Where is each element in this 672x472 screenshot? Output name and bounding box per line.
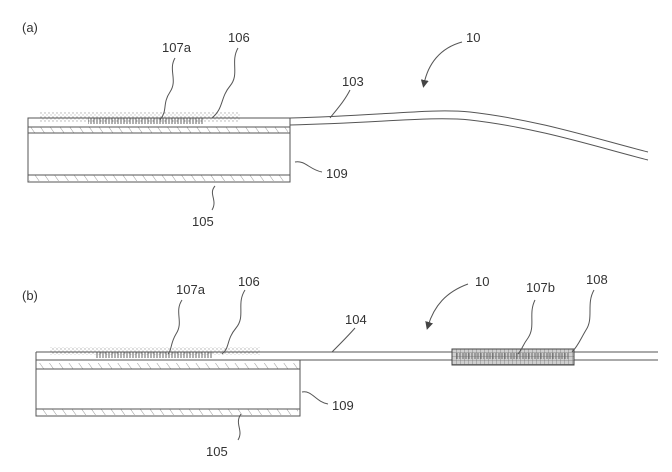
label-10: 10: [475, 274, 489, 289]
leader-107b: [517, 299, 536, 355]
label-107a: 107a: [162, 40, 192, 55]
layer-107a: [95, 352, 213, 358]
panel-a-label: (a): [22, 20, 38, 35]
label-103: 103: [342, 74, 364, 89]
label-10: 10: [466, 30, 480, 45]
substrate-body: [35, 359, 301, 417]
leader-10: [425, 283, 469, 330]
label-105: 105: [192, 214, 214, 229]
leader-105: [237, 413, 242, 441]
label-104: 104: [345, 312, 367, 327]
label-106: 106: [228, 30, 250, 45]
coating-layer: [50, 347, 260, 355]
leader-10: [420, 41, 463, 88]
panel-b-label: (b): [22, 288, 38, 303]
leader-109: [294, 161, 323, 173]
film-103-top: [28, 110, 649, 153]
leader-104: [331, 327, 356, 353]
label-107a: 107a: [176, 282, 206, 297]
layer-107a: [88, 118, 203, 124]
layer-107b: [456, 353, 570, 359]
leader-103: [329, 89, 351, 119]
label-105: 105: [206, 444, 228, 459]
label-106: 106: [238, 274, 260, 289]
leader-109: [301, 391, 329, 405]
label-109: 109: [326, 166, 348, 181]
label-108: 108: [586, 272, 608, 287]
leader-107a: [159, 57, 176, 121]
substrate-body: [27, 117, 291, 183]
coating-layer: [40, 112, 240, 122]
label-107b: 107b: [526, 280, 555, 295]
leader-106: [211, 47, 239, 119]
leader-108: [571, 289, 595, 353]
panel-b: (b) 107a 106 104 109: [22, 272, 658, 459]
leader-106: [221, 289, 246, 355]
label-109: 109: [332, 398, 354, 413]
panel-a: (a) 107a 106 103 109 105 10: [22, 20, 649, 229]
leader-105: [211, 185, 216, 211]
film-103-bottom: [289, 118, 649, 161]
leader-107a: [167, 299, 183, 355]
